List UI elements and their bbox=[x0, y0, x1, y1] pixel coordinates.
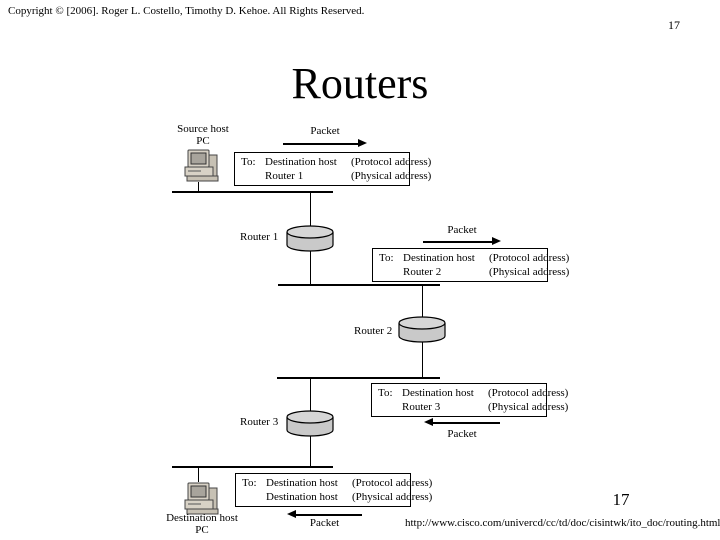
source-host-label: Source host PC bbox=[166, 123, 240, 147]
address-box-4-row2-name: Destination host bbox=[266, 491, 338, 503]
source-host-label-line2: PC bbox=[196, 135, 210, 147]
lan-segment-2 bbox=[278, 284, 440, 286]
connector-router3-down bbox=[310, 435, 311, 466]
page-number-top: 17 bbox=[668, 18, 680, 32]
packet-arrow-left-4 bbox=[287, 510, 362, 519]
router2-icon bbox=[398, 316, 446, 343]
router3-label: Router 3 bbox=[240, 416, 279, 428]
source-url: http://www.cisco.com/univercd/cc/td/doc/… bbox=[405, 517, 720, 529]
connector-router1-up bbox=[310, 191, 311, 226]
source-host-label-line1: Source host bbox=[177, 123, 229, 135]
packet-arrow-right-1 bbox=[283, 139, 367, 148]
connector-source-pc bbox=[198, 182, 199, 191]
connector-router2-down bbox=[422, 341, 423, 377]
arrow-head bbox=[492, 237, 501, 245]
address-box-2-row1-addr: (Protocol address) bbox=[489, 252, 570, 264]
packet-label-2: Packet bbox=[447, 224, 477, 236]
connector-router3-up bbox=[310, 377, 311, 411]
router1-icon bbox=[286, 225, 334, 252]
address-box-3-row1-name: Destination host bbox=[402, 387, 474, 399]
packet-arrow-left-3 bbox=[424, 418, 500, 427]
address-box-1-row1-name: Destination host bbox=[265, 156, 337, 168]
connector-router1-down bbox=[310, 250, 311, 284]
lan-segment-3 bbox=[277, 377, 440, 379]
connector-destination-pc bbox=[198, 466, 199, 482]
address-box-2-spacer bbox=[379, 265, 403, 279]
address-box-4-spacer bbox=[242, 490, 266, 504]
destination-host-label-line1: Destination host bbox=[166, 512, 238, 524]
address-box-1-row2-name: Router 1 bbox=[265, 170, 304, 182]
address-box-1-row1-addr: (Protocol address) bbox=[351, 156, 432, 168]
arrow-shaft bbox=[295, 513, 362, 516]
address-box-1-to: To: bbox=[241, 156, 256, 168]
address-box-2-row2-addr: (Physical address) bbox=[489, 266, 570, 278]
arrow-shaft bbox=[432, 421, 500, 424]
address-box-3-spacer bbox=[378, 400, 402, 414]
packet-label-4: Packet bbox=[309, 517, 340, 529]
address-box-3-to: To: bbox=[378, 387, 393, 399]
destination-host-label-line2: PC bbox=[195, 524, 209, 536]
address-box-3-row1-addr: (Protocol address) bbox=[488, 387, 569, 399]
address-box-2-to: To: bbox=[379, 252, 394, 264]
source-pc-icon bbox=[184, 149, 219, 182]
address-box-1-spacer bbox=[241, 169, 265, 183]
arrow-head bbox=[424, 418, 433, 426]
address-box-4-row1-name: Destination host bbox=[266, 477, 338, 489]
packet-label-1: Packet bbox=[310, 125, 340, 137]
page-number-bottom: 17 bbox=[612, 490, 630, 509]
address-box-1: To: Destination host (Protocol address) … bbox=[234, 152, 431, 186]
router2-label: Router 2 bbox=[354, 325, 393, 337]
arrow-shaft bbox=[423, 240, 493, 243]
address-box-3-row2-addr: (Physical address) bbox=[488, 401, 569, 413]
lan-segment-1 bbox=[172, 191, 333, 193]
address-box-3: To: Destination host (Protocol address) … bbox=[371, 383, 568, 417]
address-box-3-row2-name: Router 3 bbox=[402, 401, 441, 413]
destination-pc-icon bbox=[184, 482, 219, 515]
address-box-2: To: Destination host (Protocol address) … bbox=[372, 248, 569, 282]
lan-segment-4 bbox=[172, 466, 333, 468]
router3-icon bbox=[286, 410, 334, 437]
address-box-4-to: To: bbox=[242, 477, 257, 489]
address-box-2-row1-name: Destination host bbox=[403, 252, 475, 264]
router1-label: Router 1 bbox=[240, 231, 279, 243]
address-box-4: To: Destination host (Protocol address) … bbox=[235, 473, 432, 507]
address-box-4-row2-addr: (Physical address) bbox=[352, 491, 433, 503]
packet-label-3: Packet bbox=[447, 428, 477, 440]
copyright-text: Copyright © [2006]. Roger L. Costello, T… bbox=[8, 5, 365, 17]
packet-arrow-right-2 bbox=[423, 237, 501, 246]
arrow-head bbox=[358, 139, 367, 147]
slide-title: Routers bbox=[291, 59, 429, 108]
address-box-2-row2-name: Router 2 bbox=[403, 266, 442, 278]
arrow-head bbox=[287, 510, 296, 518]
connector-router2-up bbox=[422, 284, 423, 317]
address-box-1-row2-addr: (Physical address) bbox=[351, 170, 432, 182]
destination-host-label: Destination host PC bbox=[156, 512, 248, 536]
arrow-shaft bbox=[283, 142, 359, 145]
address-box-4-row1-addr: (Protocol address) bbox=[352, 477, 433, 489]
